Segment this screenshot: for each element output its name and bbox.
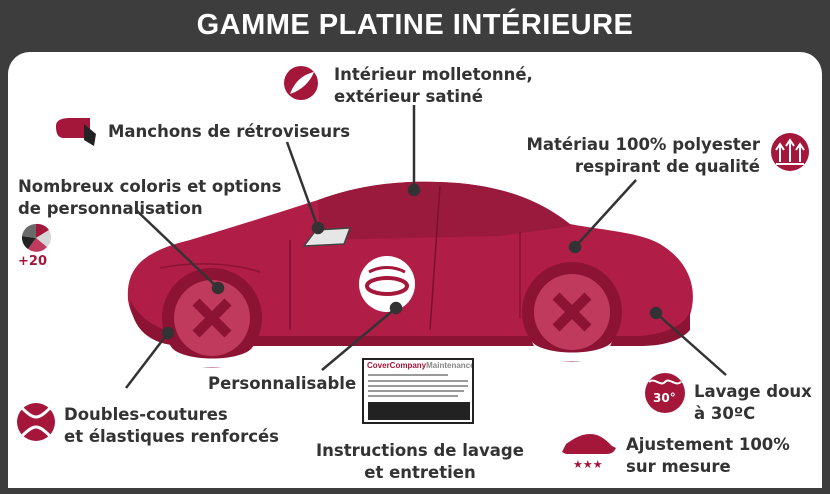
pointer-lines [125, 105, 727, 389]
breathable-arrows-icon [771, 133, 809, 171]
colors-count-badge: +20 [18, 254, 47, 269]
washing-feature-label: Lavage doux à 30ºC [694, 382, 812, 423]
care-instruction-card: CoverCompanyMaintenance [362, 358, 474, 424]
custom-feature-label: Personnalisable [208, 374, 357, 393]
stitching-feature-label: Doubles-coutures et élastiques renforcés [64, 405, 279, 446]
fit-feature-label: Ajustement 100% sur mesure [626, 435, 790, 476]
page-title: GAMME PLATINE INTÉRIEURE [196, 8, 634, 41]
interior-feature-label: Intérieur molletonné, extérieur satiné [334, 65, 533, 106]
title-bar: GAMME PLATINE INTÉRIEURE [0, 0, 830, 50]
card-brand: CoverCompanyMaintenance [367, 361, 474, 370]
feather-icon [284, 66, 318, 100]
wash-basin-icon [645, 373, 685, 413]
mirror-icon [56, 118, 96, 146]
instructions-feature-label: Instructions de lavage et entretien [316, 441, 524, 482]
colors-feature-label: Nombreux coloris et options de personnal… [18, 177, 282, 218]
mirror-feature-label: Manchons de rétroviseurs [108, 122, 351, 141]
stitch-icon [17, 403, 55, 441]
fit-stars: ★★★ [573, 458, 603, 471]
material-feature-label: Matériau 100% polyester respirant de qua… [526, 135, 760, 176]
rear-wheel [162, 268, 262, 368]
card-wash-symbols [368, 402, 470, 420]
car-fit-icon [562, 434, 616, 454]
wash-temp-label: 30° [653, 391, 676, 405]
logo-ring-icon [359, 256, 415, 312]
front-wheel [522, 262, 622, 362]
color-wheel-icon [21, 223, 51, 252]
